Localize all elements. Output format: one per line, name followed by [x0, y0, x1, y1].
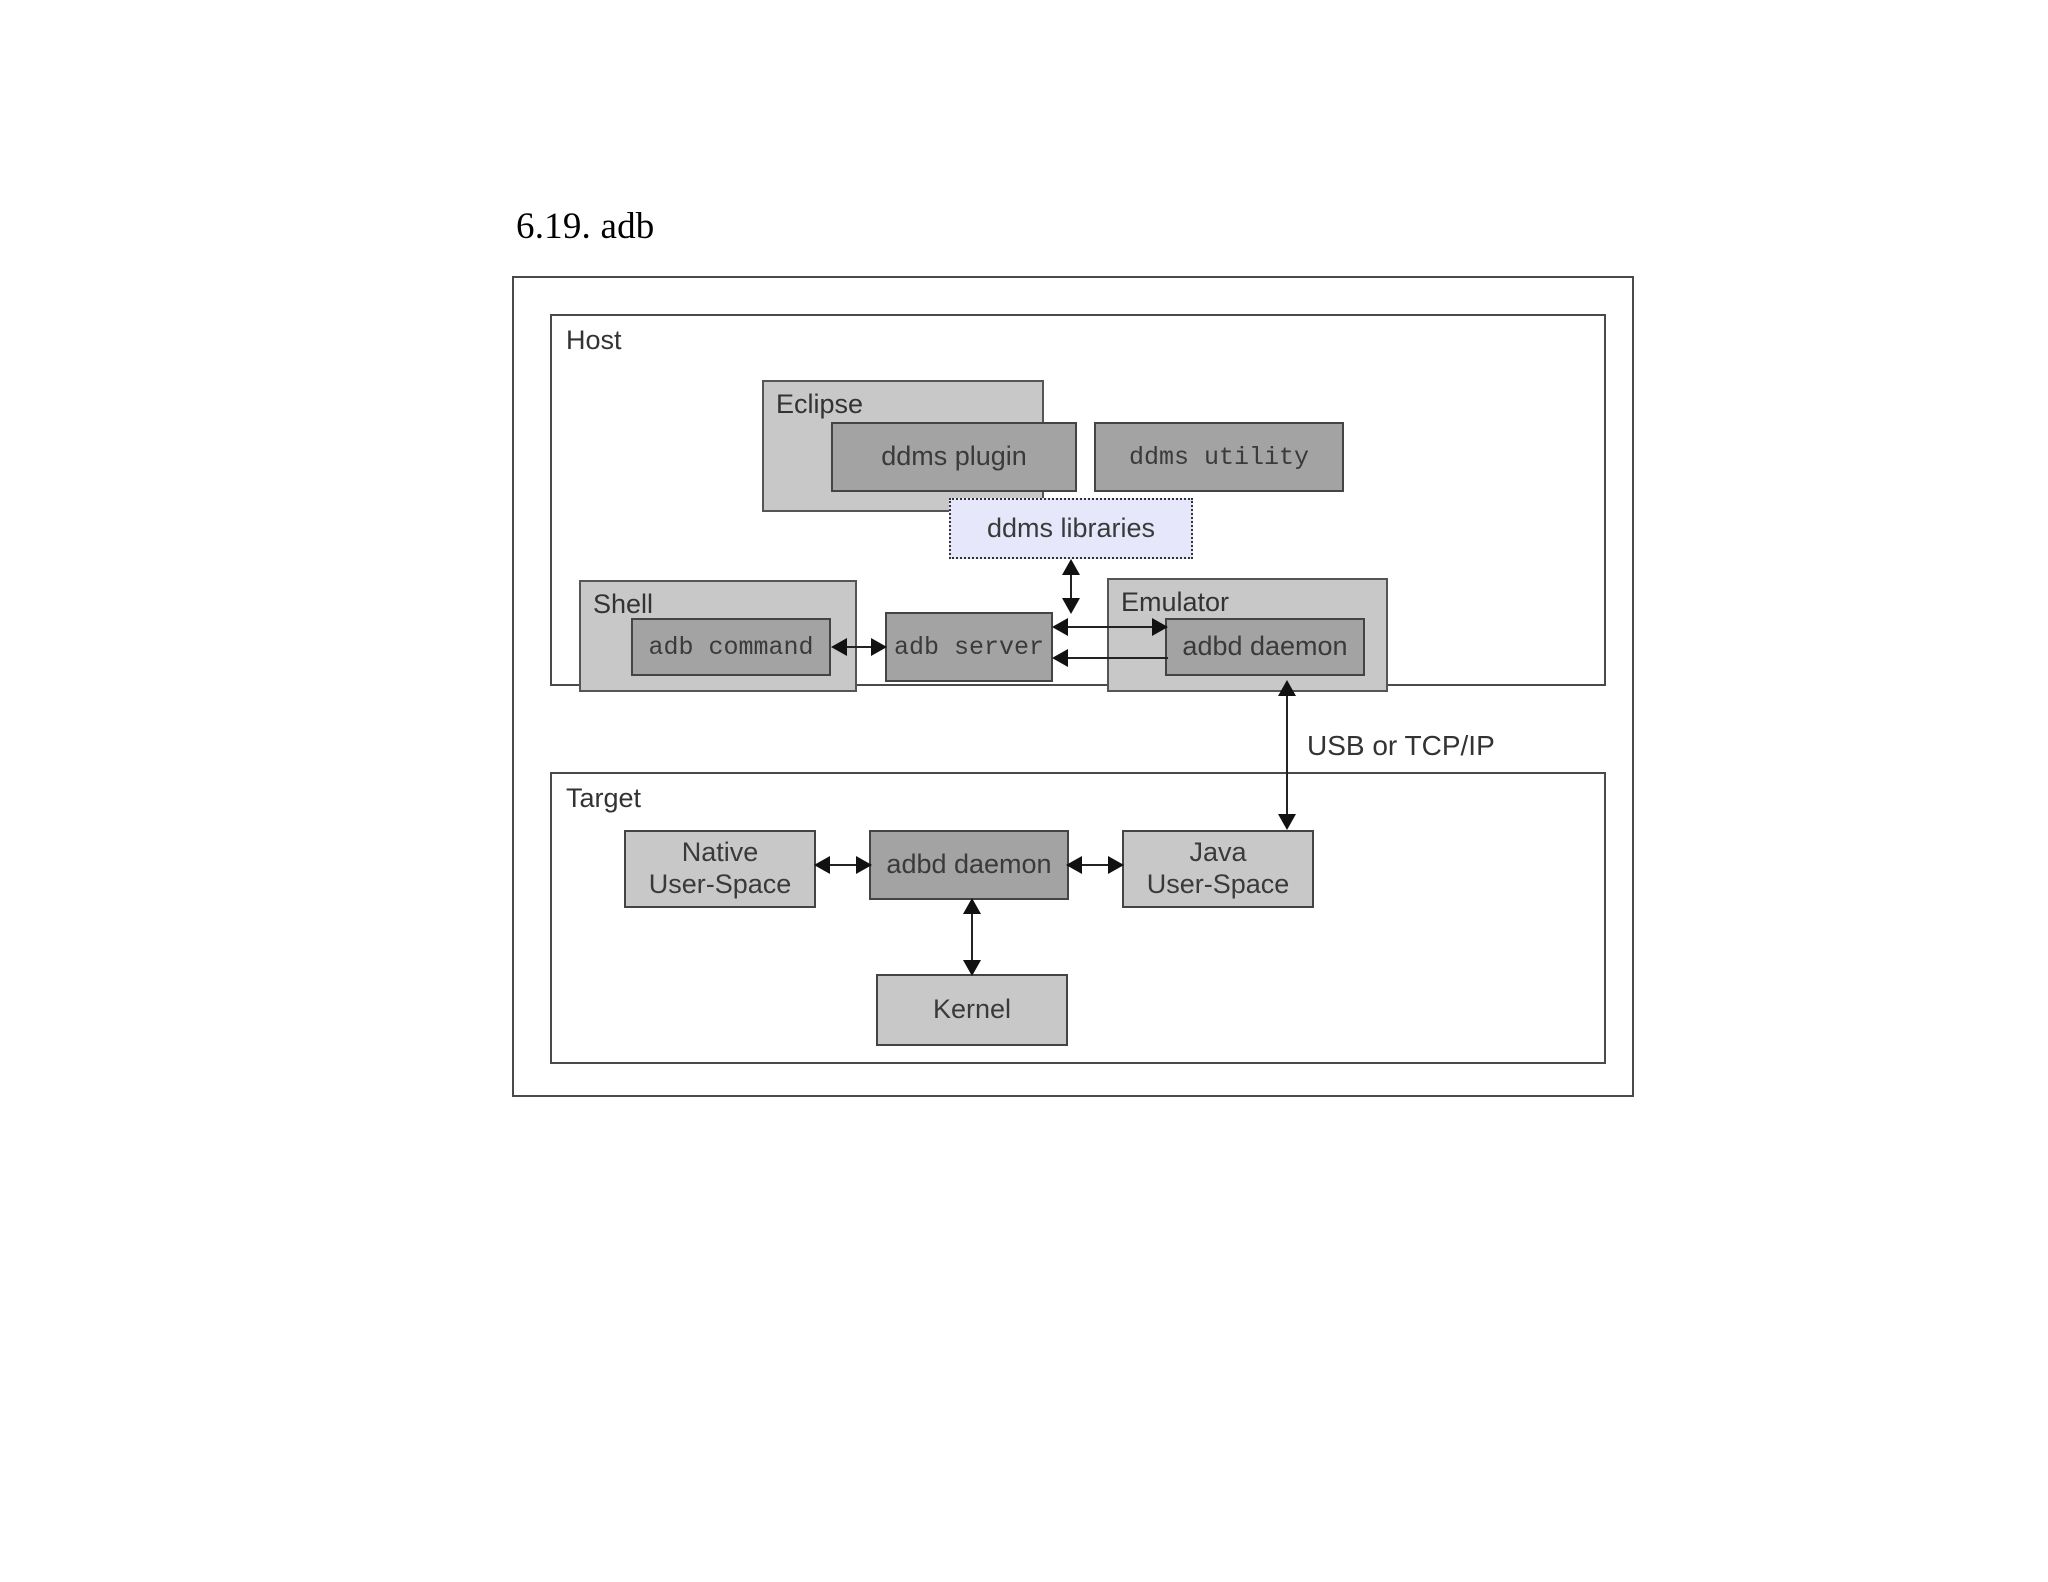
java-user-space-line-2: User-Space [1146, 869, 1290, 899]
component-emulator-adbd-daemon[interactable]: adbd daemon [1165, 618, 1365, 676]
native-user-space-line-2: User-Space [648, 869, 792, 899]
group-shell-label: Shell [593, 589, 654, 619]
component-ddms-plugin[interactable]: ddms plugin [831, 422, 1077, 492]
arrow-adbd-java-user-space [1066, 855, 1124, 875]
component-ddms-libraries[interactable]: ddms libraries [949, 498, 1193, 559]
java-user-space-line-1: Java [1189, 837, 1247, 868]
link-label-usb-tcpip: USB or TCP/IP [1307, 730, 1495, 761]
group-emulator-label: Emulator [1121, 587, 1230, 617]
group-eclipse-label: Eclipse [776, 389, 864, 419]
component-java-user-space[interactable]: Java User-Space [1122, 830, 1314, 908]
arrow-adb-command-adb-server [831, 637, 887, 657]
section-host-label: Host [566, 325, 622, 355]
component-target-adbd-daemon[interactable]: adbd daemon [869, 830, 1069, 900]
native-user-space-line-1: Native [681, 837, 759, 868]
section-target-label: Target [566, 783, 642, 813]
arrow-adb-server-emulator-top [1052, 617, 1168, 637]
arrow-host-target-link [1277, 680, 1297, 830]
arrow-emulator-adbd-to-adb-server [1052, 648, 1168, 668]
section-target: Target Native User-Space adbd daemon Jav… [550, 772, 1606, 1064]
arrow-adbd-kernel [962, 898, 982, 976]
arrow-ddms-libraries-adb-server [1061, 559, 1081, 614]
component-native-user-space[interactable]: Native User-Space [624, 830, 816, 908]
component-adb-server[interactable]: adb server [885, 612, 1053, 682]
page-title: 6.19. adb [516, 206, 655, 247]
diagram-figure-frame: Host Eclipse ddms plugin ddms utility dd… [512, 276, 1634, 1097]
component-ddms-utility[interactable]: ddms utility [1094, 422, 1344, 492]
section-host: Host Eclipse ddms plugin ddms utility dd… [550, 314, 1606, 692]
arrow-native-user-space-adbd [814, 855, 872, 875]
component-kernel[interactable]: Kernel [876, 974, 1068, 1046]
component-adb-command[interactable]: adb command [631, 618, 831, 676]
